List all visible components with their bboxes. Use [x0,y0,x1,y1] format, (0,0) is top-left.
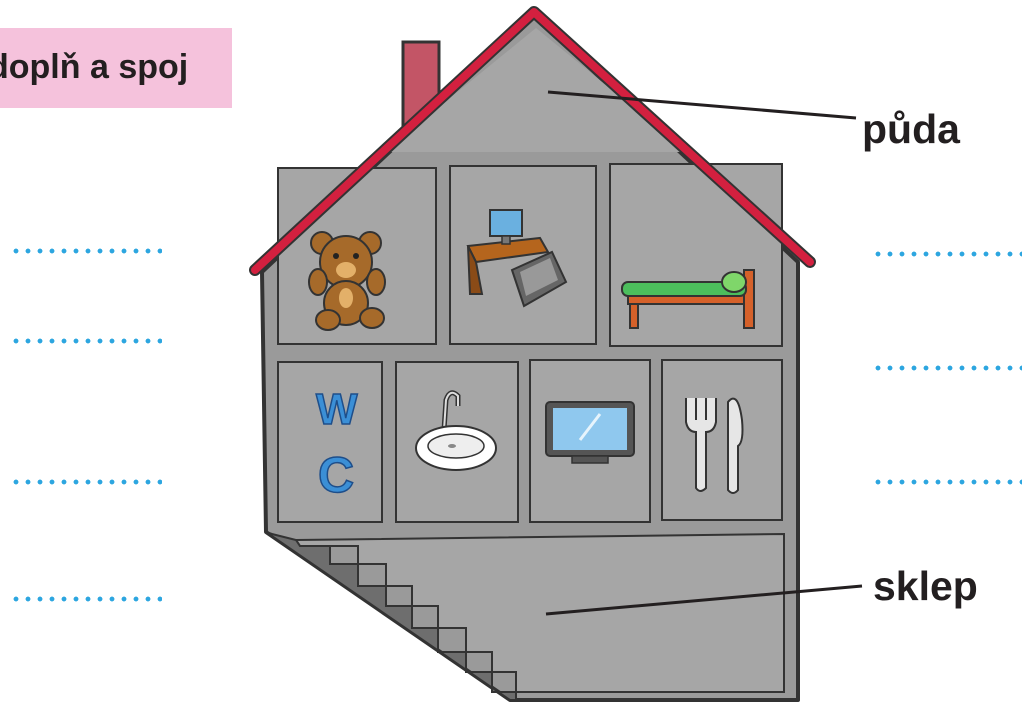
wc-letter-c: C [318,447,354,503]
cellar-room [296,534,784,692]
tv-icon [546,402,634,463]
room-mid-4 [662,360,782,520]
wc-letter-w: W [316,385,358,434]
teddy-bear-icon [309,232,385,330]
